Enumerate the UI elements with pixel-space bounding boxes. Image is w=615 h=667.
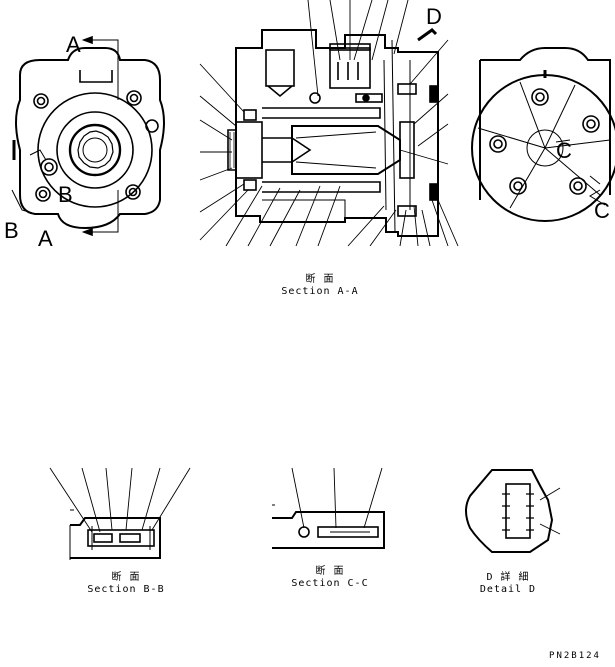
label-a-bottom: A <box>38 226 53 251</box>
caption-section-a-a: 断 面 Section A-A <box>270 274 370 298</box>
caption-section-c-c-jp: 断 面 <box>315 566 345 577</box>
caption-detail-d: D 詳 細 Detail D <box>458 572 558 596</box>
caption-section-b-b-jp: 断 面 <box>111 572 141 583</box>
section-a-a <box>199 0 459 247</box>
caption-section-c-c: 断 面 Section C-C <box>280 566 380 590</box>
section-c-c <box>272 467 385 549</box>
caption-detail-d-en: Detail D <box>479 584 537 595</box>
drawing-number: PN2B124 <box>549 651 601 661</box>
caption-detail-d-jp: D 詳 細 <box>486 572 530 583</box>
caption-section-b-b-en: Section B-B <box>87 584 165 595</box>
front-view <box>11 35 165 237</box>
detail-d <box>465 469 561 553</box>
caption-section-a-a-en: Section A-A <box>281 286 359 297</box>
label-b-inner: B <box>58 182 73 207</box>
label-c-outer: C <box>594 198 610 223</box>
rear-view <box>471 47 615 222</box>
label-b-outer: B <box>4 218 19 243</box>
label-d: D <box>426 4 442 29</box>
label-c-inner: C <box>556 138 572 163</box>
section-b-b <box>49 467 191 560</box>
label-a-top: A <box>66 32 81 57</box>
caption-section-a-a-jp: 断 面 <box>305 274 335 285</box>
caption-section-c-c-en: Section C-C <box>291 578 369 589</box>
caption-section-b-b: 断 面 Section B-B <box>76 572 176 596</box>
